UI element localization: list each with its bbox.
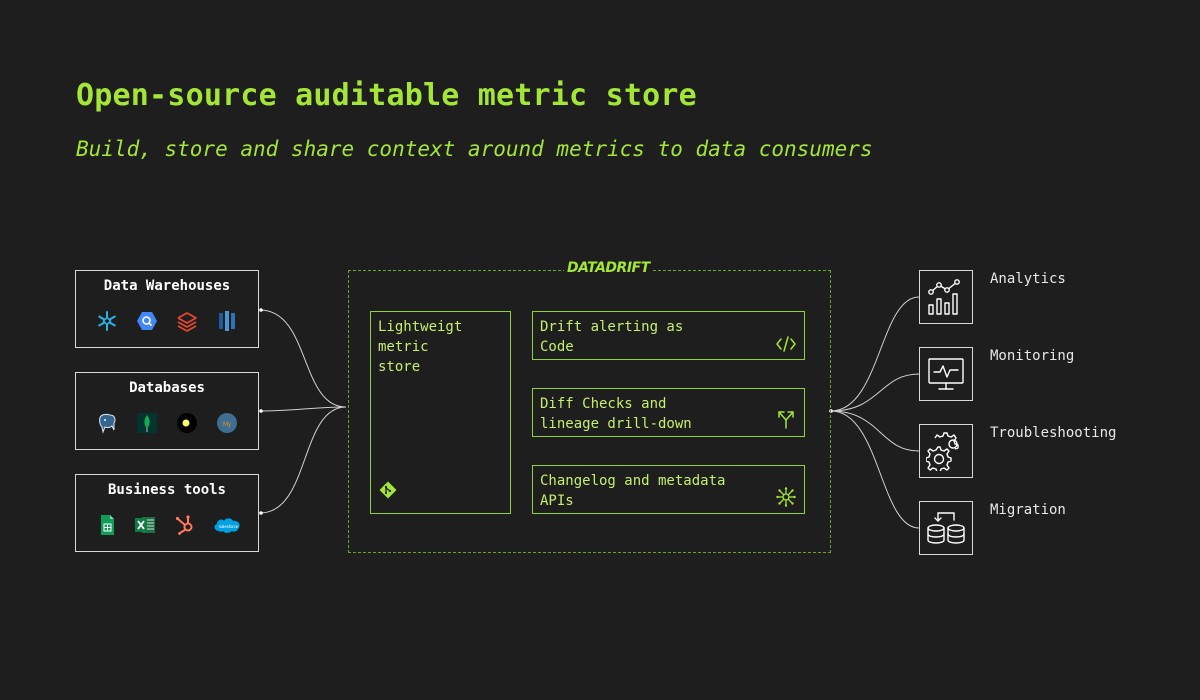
mysql-icon: My (215, 411, 239, 435)
code-icon (775, 333, 797, 355)
output-troubleshooting-box (919, 424, 973, 478)
gears-icon (926, 432, 959, 471)
connector-databases (259, 406, 347, 412)
source-label: Data Warehouses (103, 278, 231, 294)
feature-changelog: Changelog and metadata APIs (532, 465, 805, 514)
connector-migration (830, 410, 920, 529)
connector-monitoring (830, 373, 920, 412)
git-icon (379, 481, 397, 499)
connector-business-tools (259, 406, 347, 514)
salesforce-icon: salesforce (211, 513, 243, 537)
merge-arrows-icon (775, 408, 797, 430)
source-label: Business tools (107, 482, 226, 498)
svg-text:salesforce: salesforce (219, 524, 239, 529)
metric-store-label: Lightweigt metric store (378, 319, 463, 375)
feature-diff-checks: Diff Checks and lineage drill-down (532, 388, 805, 437)
source-label: Databases (129, 380, 205, 396)
output-label-analytics: Analytics (990, 271, 1066, 287)
feature-label: Diff Checks and lineage drill-down (540, 396, 692, 432)
snowflake-icon (95, 309, 119, 333)
page-subtitle: Build, store and share context around me… (76, 137, 873, 161)
feature-drift-alerting: Drift alerting as Code (532, 311, 805, 360)
hubspot-icon (173, 513, 197, 537)
excel-icon (133, 513, 157, 537)
svg-text:My: My (223, 422, 231, 428)
feature-label: Changelog and metadata APIs (540, 473, 726, 509)
connector-data-warehouses (259, 309, 347, 408)
network-icon (775, 486, 797, 508)
output-label-migration: Migration (990, 502, 1066, 518)
databricks-icon (175, 309, 199, 333)
output-monitoring-box (919, 347, 973, 401)
output-analytics-box (919, 270, 973, 324)
monitor-pulse-icon (928, 358, 964, 390)
connector-troubleshooting (830, 410, 920, 452)
source-databases: Databases My (75, 372, 259, 450)
output-label-troubleshooting: Troubleshooting (990, 425, 1117, 441)
redshift-icon (215, 309, 239, 333)
output-migration-box (919, 501, 973, 555)
analytics-chart-icon (928, 279, 960, 315)
clickhouse-icon (175, 411, 199, 435)
bigquery-icon (135, 309, 159, 333)
source-data-warehouses: Data Warehouses (75, 270, 259, 348)
mongodb-icon (135, 411, 159, 435)
postgresql-icon (95, 411, 119, 435)
feature-label: Drift alerting as Code (540, 319, 684, 355)
datadrift-brand: DATADRIFT (564, 260, 653, 276)
google-sheets-icon (95, 513, 119, 537)
metric-store-box: Lightweigt metric store (370, 311, 511, 514)
database-migration-icon (927, 512, 965, 544)
page-title: Open-source auditable metric store (76, 78, 697, 113)
connector-analytics (830, 296, 920, 412)
source-business-tools: Business tools salesforce (75, 474, 259, 552)
output-label-monitoring: Monitoring (990, 348, 1075, 364)
